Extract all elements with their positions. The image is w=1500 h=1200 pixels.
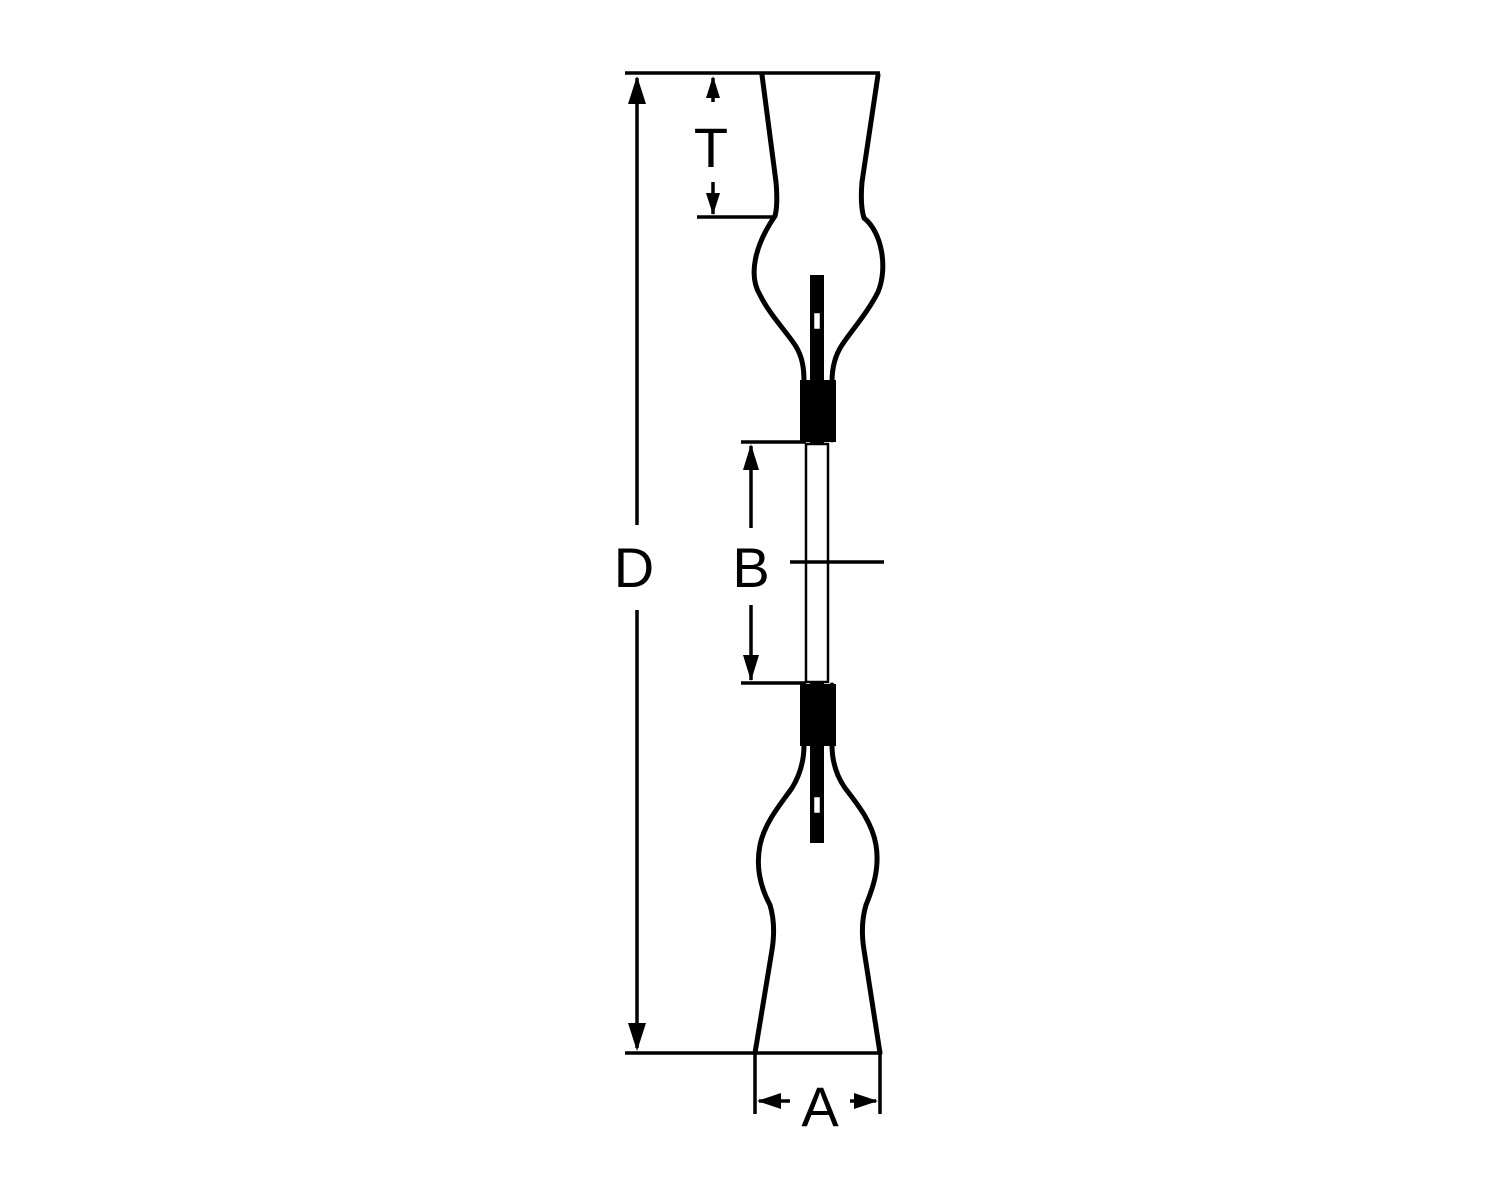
b-bottom-arrow (743, 655, 759, 681)
upper-right-bulge (829, 215, 886, 443)
b-label: B (732, 536, 769, 599)
dimension-d: D (614, 71, 880, 1055)
top-trim-left-edge (759, 72, 780, 219)
d-bottom-arrow (628, 1023, 646, 1051)
dimension-a: A (753, 1053, 882, 1138)
lower-rivet (811, 794, 823, 816)
lower-right-bulge (829, 682, 880, 908)
d-top-arrow (628, 76, 646, 104)
a-left-arrow (757, 1093, 781, 1109)
b-top-arrow (743, 444, 759, 470)
t-bottom-arrow (706, 193, 720, 215)
wheel-profile (751, 72, 886, 1056)
upper-right-hub-plate (822, 380, 836, 442)
d-label: D (614, 536, 654, 599)
lower-right-hub-plate (822, 684, 836, 746)
bottom-trim-right-edge (859, 902, 883, 1056)
dimension-b: B (732, 440, 806, 685)
a-label: A (801, 1075, 839, 1138)
bottom-trim-left-edge (752, 902, 777, 1056)
a-right-arrow (854, 1093, 878, 1109)
t-top-arrow (706, 76, 720, 98)
top-trim-right-edge (858, 72, 881, 221)
upper-left-bulge (751, 213, 807, 443)
hub (790, 275, 884, 843)
upper-rivet (811, 310, 823, 332)
t-label: T (694, 116, 728, 179)
dimension-t: T (694, 76, 776, 219)
lower-left-bulge (755, 682, 807, 908)
